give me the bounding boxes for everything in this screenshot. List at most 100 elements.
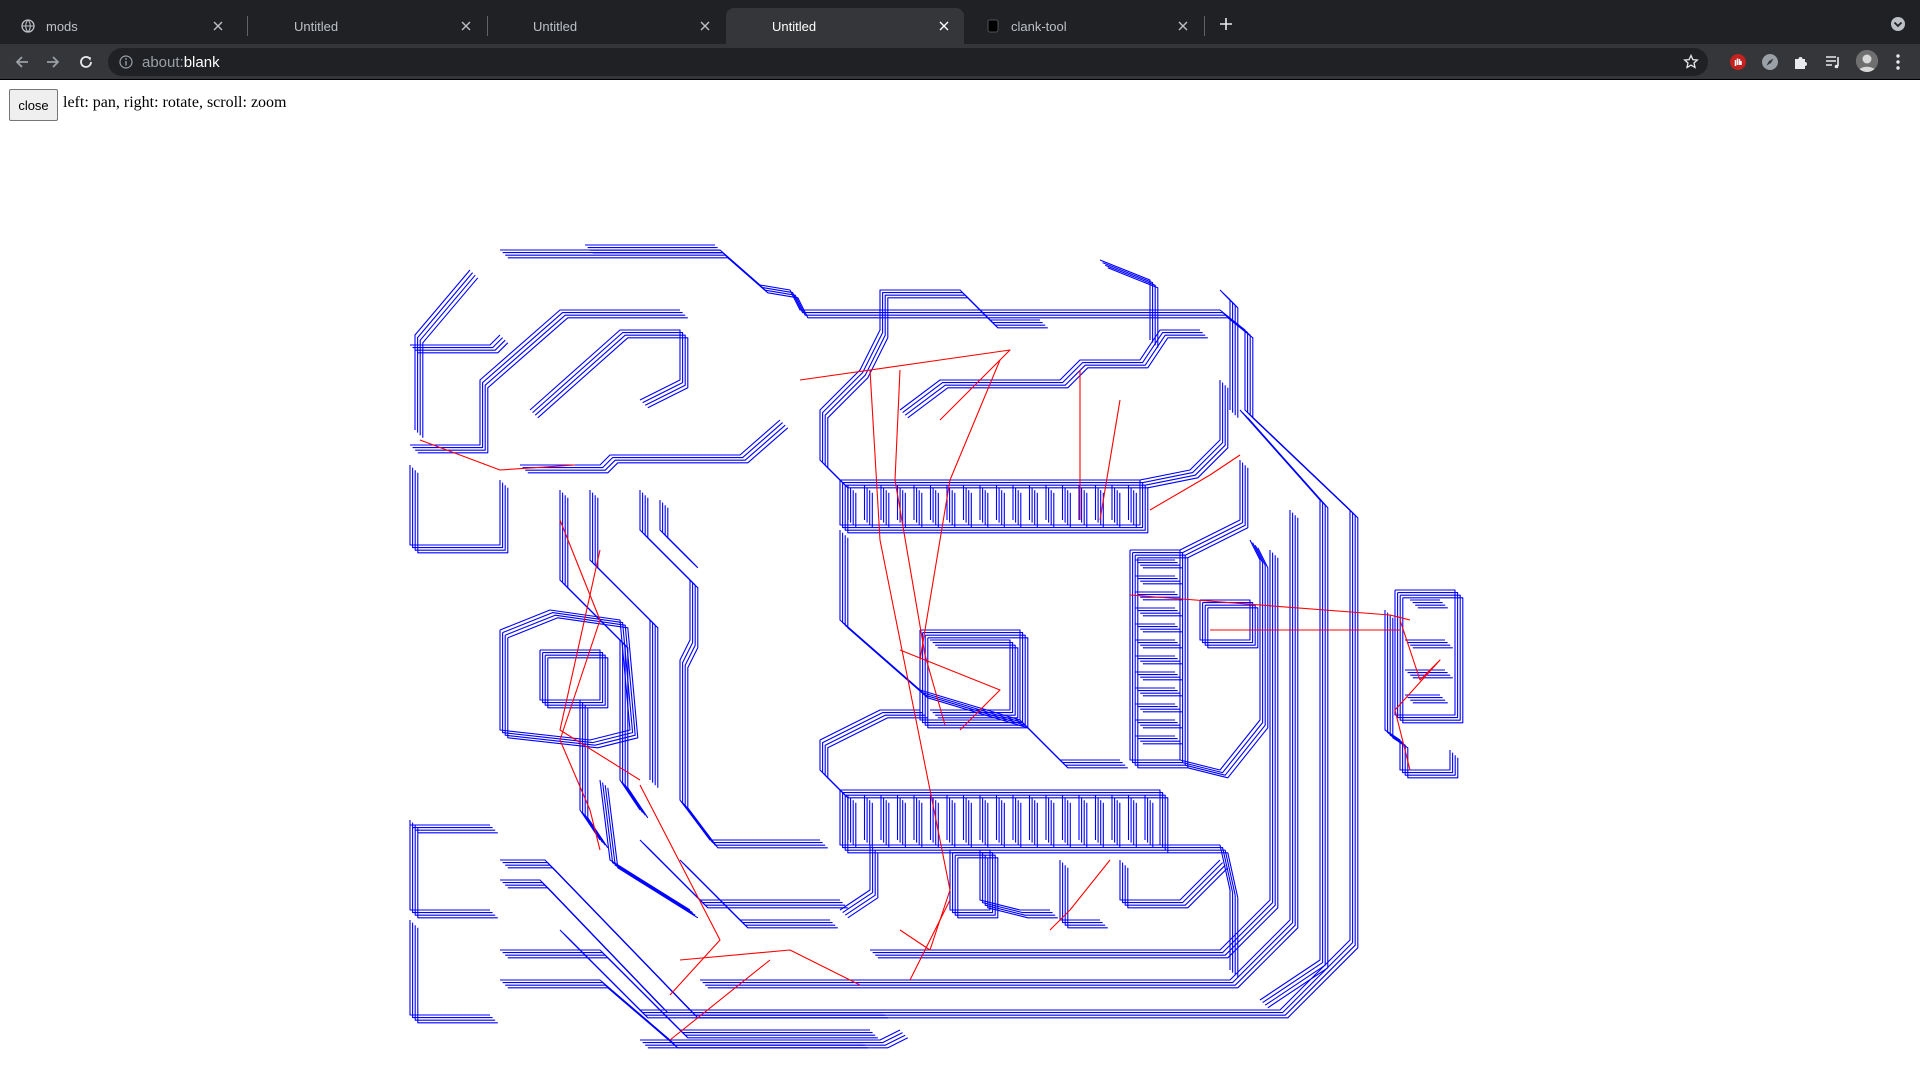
outer-trace <box>707 517 1299 989</box>
reload-icon[interactable] <box>74 50 98 74</box>
rapid-move <box>559 549 641 781</box>
reading-list-icon[interactable] <box>1823 52 1843 72</box>
rapid-move <box>909 899 951 981</box>
bottom-trace <box>819 709 920 791</box>
bottom-outline <box>952 852 994 914</box>
left-outline <box>544 654 606 706</box>
bottom-trace <box>839 845 871 911</box>
toolbar-divider <box>0 79 1920 80</box>
close-button[interactable]: close <box>9 89 58 121</box>
outer-trace <box>412 822 493 914</box>
close-tab-icon[interactable] <box>210 18 226 34</box>
outer-trace <box>409 465 501 546</box>
right-trace <box>1182 462 1244 554</box>
left-trace <box>599 779 691 911</box>
red-hand-extension-icon[interactable] <box>1728 52 1748 72</box>
close-tab-icon[interactable] <box>1175 18 1191 34</box>
center-trace <box>1145 385 1226 486</box>
center-trace <box>904 334 1206 416</box>
center-trace <box>937 647 1019 719</box>
tab-title: Untitled <box>294 18 339 34</box>
tab-untitled-1[interactable]: Untitled <box>248 8 486 44</box>
tab-mods[interactable]: mods <box>0 8 238 44</box>
info-icon[interactable] <box>118 54 134 70</box>
bottom-trace <box>827 717 928 799</box>
bottom-trace <box>842 847 874 914</box>
tab-untitled-active[interactable]: Untitled <box>726 8 964 44</box>
outer-trace <box>409 920 490 1016</box>
globe-icon <box>20 18 36 34</box>
right-trace <box>1179 539 1261 771</box>
bottom-trace <box>1160 844 1231 891</box>
connector-outline <box>1397 592 1459 719</box>
toolpath-3d-view[interactable] <box>0 80 1920 1080</box>
rapid-move <box>899 649 1001 731</box>
right-outline <box>1199 599 1251 641</box>
left-trace <box>664 505 696 566</box>
outer-trace <box>417 827 498 919</box>
left-trace <box>537 337 689 419</box>
outer-trace <box>1239 409 1321 1001</box>
bottom-trace <box>1127 867 1229 909</box>
outer-trace <box>1244 414 1326 1006</box>
outer-trace <box>1227 297 1239 418</box>
bottom-trace <box>1122 862 1223 904</box>
new-tab-icon[interactable] <box>1216 14 1236 34</box>
left-trace <box>687 867 838 929</box>
rapid-move <box>919 359 1001 661</box>
puzzle-extensions-icon[interactable] <box>1791 52 1811 72</box>
rapid-move <box>1129 594 1411 621</box>
left-outline <box>499 609 631 741</box>
center-trace <box>1142 382 1224 484</box>
profile-avatar[interactable] <box>1856 50 1878 72</box>
forward-arrow-icon[interactable] <box>41 50 65 74</box>
outer-trace <box>419 274 476 436</box>
left-outline <box>504 614 636 746</box>
bottom-trace <box>1059 860 1100 921</box>
pad-array-top <box>844 484 1146 531</box>
pad-array-top <box>839 479 1141 526</box>
outer-trace <box>412 312 683 449</box>
outer-trace <box>1242 412 1324 1004</box>
connector-trace <box>1384 610 1451 771</box>
tab-search-icon[interactable] <box>1888 14 1908 34</box>
close-tab-icon[interactable] <box>697 18 713 34</box>
close-tab-icon[interactable] <box>458 18 474 34</box>
bottom-trace <box>1165 849 1236 896</box>
outer-trace <box>877 557 1279 959</box>
center-trace <box>1107 267 1159 348</box>
rapid-move <box>1049 859 1111 931</box>
outer-trace <box>507 887 669 1014</box>
left-trace <box>644 495 826 846</box>
address-bar[interactable]: about:blank <box>108 48 1708 76</box>
close-tab-icon[interactable] <box>936 18 952 34</box>
outer-trace <box>505 864 886 1016</box>
rapid-move <box>559 519 601 851</box>
bookmark-star-icon[interactable] <box>1682 53 1700 71</box>
back-arrow-icon[interactable] <box>10 50 34 74</box>
tab-untitled-2[interactable]: Untitled <box>487 8 725 44</box>
outer-trace <box>410 309 680 446</box>
outer-trace <box>705 515 1296 986</box>
outer-trace <box>502 862 883 1014</box>
connector-outline <box>1402 597 1464 724</box>
center-trace <box>907 337 1208 419</box>
bottom-trace <box>1124 864 1226 906</box>
left-trace <box>642 492 823 844</box>
tab-title: mods <box>46 18 78 34</box>
bottom-trace <box>1062 862 1103 924</box>
outer-trace <box>414 269 471 430</box>
left-trace <box>522 422 783 469</box>
left-trace <box>527 427 789 474</box>
left-trace <box>662 502 693 563</box>
left-trace <box>602 782 693 914</box>
bottom-trace <box>847 852 879 919</box>
outer-trace <box>872 552 1274 954</box>
bottom-trace <box>979 850 1050 911</box>
kebab-menu-icon[interactable] <box>1888 52 1908 72</box>
tab-clank-tool[interactable]: clank-tool <box>965 8 1203 44</box>
compass-extension-icon[interactable] <box>1760 52 1780 72</box>
url-host: blank <box>183 53 220 71</box>
outer-trace <box>422 277 479 438</box>
left-trace <box>532 332 684 414</box>
